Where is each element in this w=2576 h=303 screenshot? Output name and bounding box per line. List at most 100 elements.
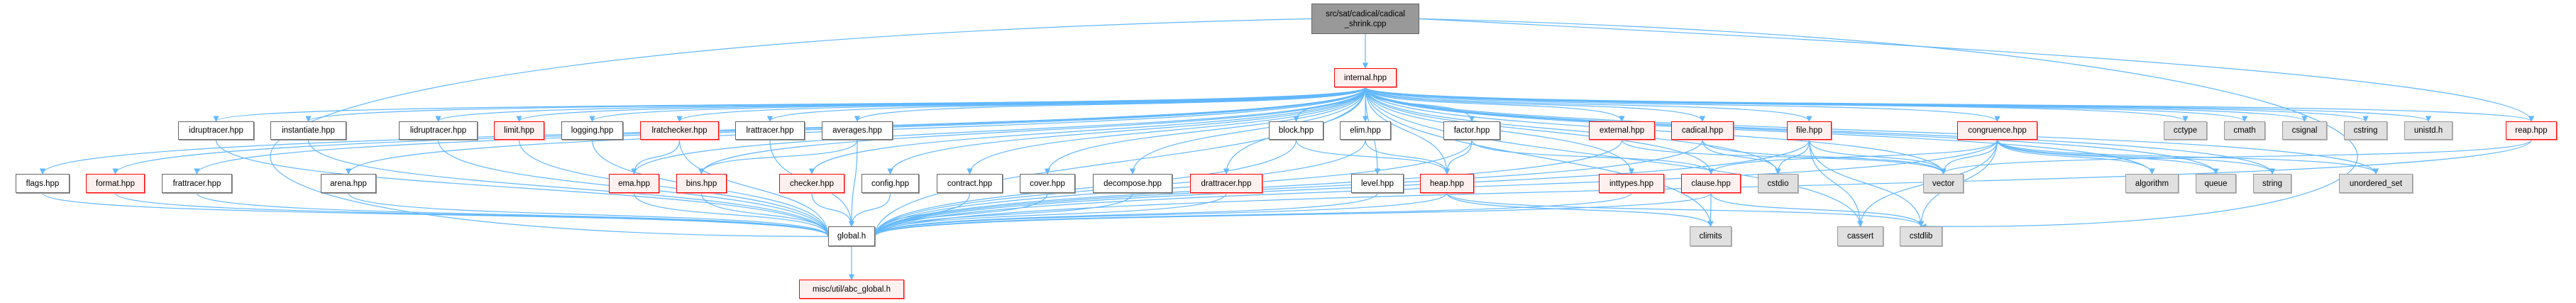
node-label: lidruptracer.hpp <box>409 126 467 135</box>
node-unordered-set: unordered_set <box>2339 174 2413 193</box>
node-label: climits <box>1699 232 1722 241</box>
node-external[interactable]: external.hpp <box>1589 121 1655 140</box>
node-level[interactable]: level.hpp <box>1351 174 1404 193</box>
node-label: cstdio <box>1767 179 1789 188</box>
edge-frattracer-to-global <box>196 192 832 237</box>
edge-block-to-heap <box>1295 139 1451 175</box>
node-cadical[interactable]: cadical.hpp <box>1671 121 1734 140</box>
node-bins[interactable]: bins.hpp <box>676 174 727 193</box>
edge-internal-to-lratchecker <box>676 87 1366 122</box>
node-config[interactable]: config.hpp <box>862 174 919 193</box>
node-cover[interactable]: cover.hpp <box>1020 174 1075 193</box>
node-checker[interactable]: checker.hpp <box>779 174 844 193</box>
node-top[interactable]: src/sat/cadical/cadical _shrink.cpp <box>1311 4 1419 34</box>
node-internal[interactable]: internal.hpp <box>1334 68 1397 87</box>
node-averages[interactable]: averages.hpp <box>822 121 893 140</box>
node-global[interactable]: global.h <box>828 226 875 246</box>
node-lratchecker[interactable]: lratchecker.hpp <box>640 121 719 140</box>
edge-internal-to-cadical <box>1365 87 1706 122</box>
node-ema[interactable]: ema.hpp <box>609 174 659 193</box>
edge-reap-to-vector <box>1940 139 2532 175</box>
edge-congruence-to-algorithm <box>1996 139 2155 175</box>
edge-congruence-to-clause <box>1707 139 1998 175</box>
node-clause[interactable]: clause.hpp <box>1681 174 1741 193</box>
node-cstdlib: cstdlib <box>1900 226 1942 246</box>
node-label: csignal <box>2291 126 2318 135</box>
node-heap[interactable]: heap.hpp <box>1420 174 1474 193</box>
node-file[interactable]: file.hpp <box>1787 121 1832 140</box>
edge-level-to-global <box>871 192 1378 237</box>
edge-heap-to-climits <box>1446 192 1714 227</box>
node-factor[interactable]: factor.hpp <box>1443 121 1500 140</box>
edge-factor-to-heap <box>1443 139 1473 175</box>
edge-inttypes-to-global <box>872 192 1632 237</box>
edge-top-to-reap <box>1419 18 2535 122</box>
edge-internal-to-cassert <box>1365 87 1864 227</box>
node-arena[interactable]: arena.hpp <box>321 174 376 193</box>
node-inttypes[interactable]: inttypes.hpp <box>1599 174 1664 193</box>
edge-cadical-to-cstdio <box>1702 139 1781 175</box>
node-csignal: csignal <box>2282 121 2327 140</box>
node-flags[interactable]: flags.hpp <box>16 174 70 193</box>
edge-internal-to-config <box>887 87 1366 175</box>
edge-external-to-vector <box>1621 139 1947 175</box>
edge-internal-to-cover <box>1044 87 1366 175</box>
node-frattracer[interactable]: frattracer.hpp <box>162 174 232 193</box>
node-label: cstdlib <box>1909 232 1933 241</box>
node-lrattracer[interactable]: lrattracer.hpp <box>735 121 805 140</box>
edge-clause-to-cstdlib <box>1710 192 1925 227</box>
node-reap[interactable]: reap.hpp <box>2506 121 2557 140</box>
node-cstring: cstring <box>2344 121 2387 140</box>
node-drattracer[interactable]: drattracer.hpp <box>1190 174 1262 193</box>
edge-limit-to-global <box>518 139 832 237</box>
node-contract[interactable]: contract.hpp <box>937 174 1003 193</box>
edge-congruence-to-string <box>1996 139 2276 175</box>
node-algorithm: algorithm <box>2125 174 2179 193</box>
node-label: global.h <box>837 232 866 241</box>
node-abc-global[interactable]: misc/util/abc_global.h <box>799 280 904 299</box>
edge-file-to-global <box>871 139 1810 237</box>
node-label: heap.hpp <box>1430 179 1464 188</box>
node-label: clause.hpp <box>1691 179 1731 188</box>
edge-heap-to-global <box>871 192 1448 237</box>
edge-internal-to-ema <box>631 87 1366 175</box>
node-idruptracer[interactable]: idruptracer.hpp <box>178 121 254 140</box>
edge-bins-to-global <box>700 192 832 237</box>
edge-instantiate-to-global <box>307 139 832 237</box>
edge-drattracer-to-global <box>871 192 1227 237</box>
edge-internal-to-lrattracer <box>766 87 1366 122</box>
edge-config-to-global <box>848 192 891 227</box>
node-label: external.hpp <box>1599 126 1645 135</box>
node-label: checker.hpp <box>789 179 834 188</box>
node-elim[interactable]: elim.hpp <box>1340 121 1391 140</box>
edge-congruence-to-queue <box>1996 139 2219 175</box>
node-limit[interactable]: limit.hpp <box>494 121 544 140</box>
edge-internal-to-averages <box>854 87 1366 122</box>
edge-clause-to-climits <box>1707 192 1714 227</box>
edge-internal-to-external <box>1365 87 1625 122</box>
node-congruence[interactable]: congruence.hpp <box>1957 121 2037 140</box>
node-label: flags.hpp <box>26 179 60 188</box>
edge-elim-to-heap <box>1365 139 1451 175</box>
node-block[interactable]: block.hpp <box>1269 121 1323 140</box>
node-label: file.hpp <box>1795 126 1823 135</box>
node-logging[interactable]: logging.hpp <box>561 121 623 140</box>
edge-internal-to-file <box>1365 87 1812 122</box>
node-label: elim.hpp <box>1350 126 1381 135</box>
node-decompose[interactable]: decompose.hpp <box>1093 174 1172 193</box>
edge-checker-to-global <box>811 192 855 227</box>
edge-file-to-cstdlib <box>1808 139 1925 227</box>
node-format[interactable]: format.hpp <box>86 174 145 193</box>
node-cctype: cctype <box>2164 121 2207 140</box>
node-label: logging.hpp <box>571 126 614 135</box>
node-label: lrattracer.hpp <box>746 126 794 135</box>
edge-clause-to-global <box>872 192 1712 237</box>
edge-internal-to-heap <box>1365 87 1451 175</box>
node-label: cstring <box>2353 126 2378 135</box>
node-label: contract.hpp <box>947 179 993 188</box>
edge-lratchecker-to-global <box>678 139 832 237</box>
node-lidruptracer[interactable]: lidruptracer.hpp <box>399 121 478 140</box>
node-label: cassert <box>1846 232 1874 241</box>
node-instantiate[interactable]: instantiate.hpp <box>270 121 346 140</box>
